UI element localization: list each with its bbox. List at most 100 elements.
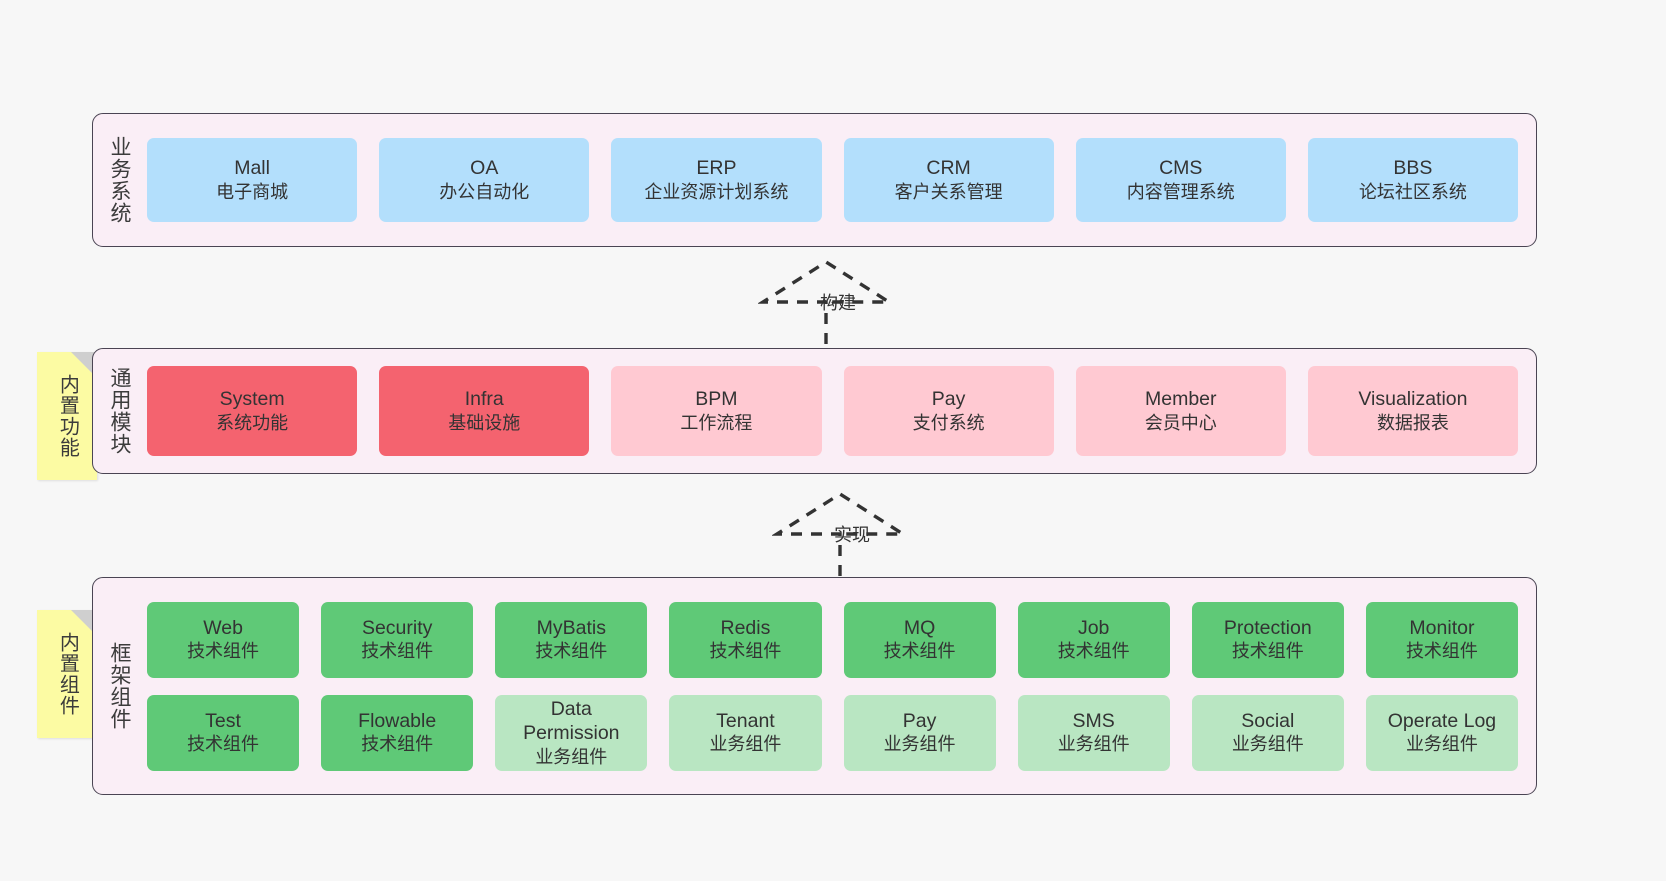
node-title: System [219, 388, 285, 411]
node-subtitle: 技术组件 [1405, 641, 1478, 662]
node-monitor[interactable]: Monitor 技术组件 [1365, 601, 1518, 678]
node-subtitle: 技术组件 [709, 641, 782, 662]
node-subtitle: 业务组件 [1405, 734, 1478, 755]
node-title: Infra [464, 388, 504, 411]
node-subtitle: 客户关系管理 [894, 181, 1003, 202]
node-social[interactable]: Social 业务组件 [1191, 694, 1344, 771]
node-subtitle: 业务组件 [883, 734, 956, 755]
node-subtitle: 办公自动化 [439, 181, 530, 202]
node-mybatis[interactable]: MyBatis 技术组件 [495, 601, 648, 678]
connector-build-label: 构建 [820, 293, 856, 313]
connector-build-arrow [757, 259, 895, 344]
layer-body-business-systems: Mall 电子商城 OA 办公自动化 ERP 企业资源计划系统 CRM 客户关系… [141, 114, 1536, 246]
node-title: OA [470, 157, 499, 180]
node-cms[interactable]: CMS 内容管理系统 [1075, 138, 1286, 222]
layer-label-business-systems: 业务系统 [107, 136, 131, 224]
node-visualization[interactable]: Visualization 数据报表 [1307, 366, 1519, 456]
node-title: BBS [1393, 157, 1433, 180]
node-subtitle: 业务组件 [535, 746, 608, 767]
node-mall[interactable]: Mall 电子商城 [147, 138, 358, 222]
node-title: MQ [903, 616, 936, 639]
node-title: MyBatis [536, 616, 606, 639]
node-subtitle: 数据报表 [1376, 412, 1449, 433]
node-subtitle: 技术组件 [535, 641, 608, 662]
node-subtitle: 业务组件 [1231, 734, 1304, 755]
node-data-permission[interactable]: Data Permission 业务组件 [495, 694, 648, 771]
node-pay-component[interactable]: Pay 业务组件 [843, 694, 996, 771]
layer-body-framework-components: Web 技术组件 Security 技术组件 MyBatis 技术组件 Redi… [141, 578, 1536, 794]
node-subtitle: 电子商城 [216, 181, 289, 202]
node-subtitle: 论坛社区系统 [1358, 181, 1467, 202]
connector-implement-arrow [771, 491, 909, 576]
node-title: Visualization [1358, 388, 1468, 411]
node-subtitle: 系统功能 [216, 412, 289, 433]
node-security[interactable]: Security 技术组件 [321, 601, 474, 678]
node-oa[interactable]: OA 办公自动化 [379, 138, 590, 222]
layer-label-common-modules: 通用模块 [107, 367, 131, 455]
node-title: Flowable [358, 709, 437, 732]
node-subtitle: 技术组件 [187, 734, 260, 755]
node-title: CRM [926, 157, 971, 180]
node-system[interactable]: System 系统功能 [147, 366, 358, 456]
sticky-note-builtin-features: 内置功能 [37, 352, 97, 480]
node-title: Pay [902, 709, 937, 732]
node-bpm[interactable]: BPM 工作流程 [611, 366, 822, 456]
node-bbs[interactable]: BBS 论坛社区系统 [1307, 138, 1519, 222]
node-subtitle: 内容管理系统 [1126, 181, 1235, 202]
node-subtitle: 会员中心 [1144, 412, 1217, 433]
node-title: CMS [1159, 157, 1203, 180]
node-row: System 系统功能 Infra 基础设施 BPM 工作流程 Pay 支付系统… [147, 366, 1519, 456]
node-subtitle: 技术组件 [361, 641, 434, 662]
node-subtitle: 技术组件 [1057, 641, 1130, 662]
node-tenant[interactable]: Tenant 业务组件 [669, 694, 822, 771]
node-subtitle: 工作流程 [680, 412, 753, 433]
layer-label-framework-components: 框架组件 [107, 642, 131, 730]
node-crm[interactable]: CRM 客户关系管理 [843, 138, 1054, 222]
node-title: Data Permission [523, 697, 620, 745]
sticky-note-label: 内置组件 [56, 632, 79, 716]
connector-implement-label: 实现 [834, 525, 870, 545]
node-member[interactable]: Member 会员中心 [1075, 366, 1286, 456]
node-protection[interactable]: Protection 技术组件 [1191, 601, 1344, 678]
node-title: Test [205, 709, 241, 732]
node-flowable[interactable]: Flowable 技术组件 [321, 694, 474, 771]
node-web[interactable]: Web 技术组件 [147, 601, 300, 678]
node-title: SMS [1072, 709, 1115, 732]
node-title: Social [1241, 709, 1295, 732]
node-mq[interactable]: MQ 技术组件 [843, 601, 996, 678]
node-title: BPM [695, 388, 738, 411]
node-title: Security [361, 616, 433, 639]
node-title: Job [1077, 616, 1110, 639]
node-operate-log[interactable]: Operate Log 业务组件 [1365, 694, 1518, 771]
node-pay[interactable]: Pay 支付系统 [843, 366, 1054, 456]
node-subtitle: 企业资源计划系统 [644, 181, 789, 202]
node-title: Mall [234, 157, 270, 180]
node-subtitle: 技术组件 [361, 734, 434, 755]
node-row: Test 技术组件 Flowable 技术组件 Data Permission … [147, 694, 1518, 771]
node-subtitle: 业务组件 [709, 734, 782, 755]
layer-common-modules: 通用模块 System 系统功能 Infra 基础设施 BPM 工作流程 Pay… [92, 348, 1537, 474]
node-title: Operate Log [1387, 709, 1497, 732]
node-subtitle: 支付系统 [912, 412, 985, 433]
node-title: Tenant [716, 709, 775, 732]
layer-body-common-modules: System 系统功能 Infra 基础设施 BPM 工作流程 Pay 支付系统… [141, 349, 1536, 473]
node-test[interactable]: Test 技术组件 [147, 694, 300, 771]
layer-business-systems: 业务系统 Mall 电子商城 OA 办公自动化 ERP 企业资源计划系统 CRM… [92, 113, 1537, 247]
node-row: Mall 电子商城 OA 办公自动化 ERP 企业资源计划系统 CRM 客户关系… [147, 138, 1519, 222]
node-erp[interactable]: ERP 企业资源计划系统 [611, 138, 822, 222]
node-subtitle: 技术组件 [187, 641, 260, 662]
node-subtitle: 技术组件 [883, 641, 956, 662]
node-infra[interactable]: Infra 基础设施 [379, 366, 590, 456]
node-redis[interactable]: Redis 技术组件 [669, 601, 822, 678]
sticky-note-builtin-components: 内置组件 [37, 610, 97, 738]
node-title: Redis [720, 616, 771, 639]
node-title: Monitor [1409, 616, 1475, 639]
node-row: Web 技术组件 Security 技术组件 MyBatis 技术组件 Redi… [147, 601, 1518, 678]
node-title: Pay [931, 388, 966, 411]
node-sms[interactable]: SMS 业务组件 [1017, 694, 1170, 771]
node-title: Protection [1223, 616, 1312, 639]
connector-build: 构建 [757, 258, 908, 350]
node-job[interactable]: Job 技术组件 [1017, 601, 1170, 678]
sticky-note-label: 内置功能 [56, 374, 79, 458]
